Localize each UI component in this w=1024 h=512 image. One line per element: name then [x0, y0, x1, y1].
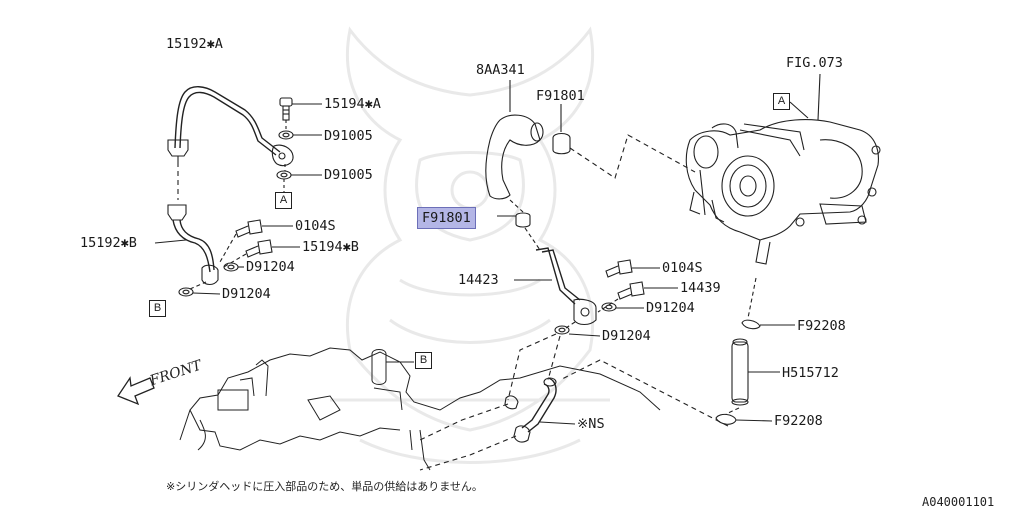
label-ns: ※NS — [577, 416, 605, 432]
bolt-14439 — [617, 281, 678, 300]
label-14423: 14423 — [458, 272, 499, 288]
clamp-f91801-top — [552, 104, 571, 155]
ref-box-b-mid: B — [415, 352, 432, 369]
clip-f92208-2 — [715, 413, 773, 425]
label-d91204-1: D91204 — [246, 259, 295, 275]
washer-d91005-1 — [278, 130, 322, 140]
highlighted-part-f91801[interactable]: F91801 — [417, 207, 476, 229]
label-15194a: 15194✱A — [324, 96, 381, 112]
ref-box-a-top: A — [773, 93, 790, 110]
label-f92208-2: F92208 — [774, 413, 823, 429]
washer-d91204-2 — [178, 287, 221, 297]
clamp-f91801-lower — [497, 212, 531, 228]
duct-8aa341 — [485, 80, 544, 200]
front-arrow — [117, 376, 155, 406]
bolt-0104s-2 — [605, 259, 660, 278]
label-0104s-1: 0104S — [295, 218, 336, 234]
label-d91204-2: D91204 — [222, 286, 271, 302]
cylinder-head — [179, 347, 661, 471]
label-15192a: 15192✱A — [166, 36, 223, 52]
label-d91005-2: D91005 — [324, 167, 373, 183]
label-h515712: H515712 — [782, 365, 839, 381]
label-14439: 14439 — [680, 280, 721, 296]
label-8aa341: 8AA341 — [476, 62, 525, 78]
label-0104s-2: 0104S — [662, 260, 703, 276]
bolt-15194b — [245, 239, 300, 258]
label-15192b: 15192✱B — [80, 235, 137, 251]
washer-d91204-4 — [554, 325, 601, 337]
label-d91204-3: D91204 — [646, 300, 695, 316]
label-d91204-4: D91204 — [602, 328, 651, 344]
label-f92208-1: F92208 — [797, 318, 846, 334]
oil-pipe-15192a — [167, 86, 294, 167]
ref-box-b-left: B — [149, 300, 166, 317]
pipe-ns — [504, 377, 576, 443]
hose-h515712 — [731, 338, 780, 406]
turbocharger — [685, 73, 881, 265]
bolt-0104s-1 — [235, 219, 293, 238]
bolt-15194a — [279, 97, 322, 121]
washer-d91204-3 — [601, 302, 644, 312]
oil-pipe-14423 — [514, 247, 597, 326]
label-15194b: 15194✱B — [302, 239, 359, 255]
label-d91005-1: D91005 — [324, 128, 373, 144]
footnote: ※シリンダヘッドに圧入部品のため、単品の供給はありません。 — [166, 480, 483, 493]
clip-f92208-1 — [741, 319, 795, 330]
oil-pipe-15192b — [167, 204, 219, 286]
washer-d91005-2 — [276, 170, 322, 180]
washer-d91204-1 — [223, 262, 244, 272]
diagram-code: A040001101 — [922, 495, 995, 509]
label-fig073: FIG.073 — [786, 55, 843, 71]
ref-box-a-left: A — [275, 192, 292, 209]
label-f91801-top: F91801 — [536, 88, 585, 104]
